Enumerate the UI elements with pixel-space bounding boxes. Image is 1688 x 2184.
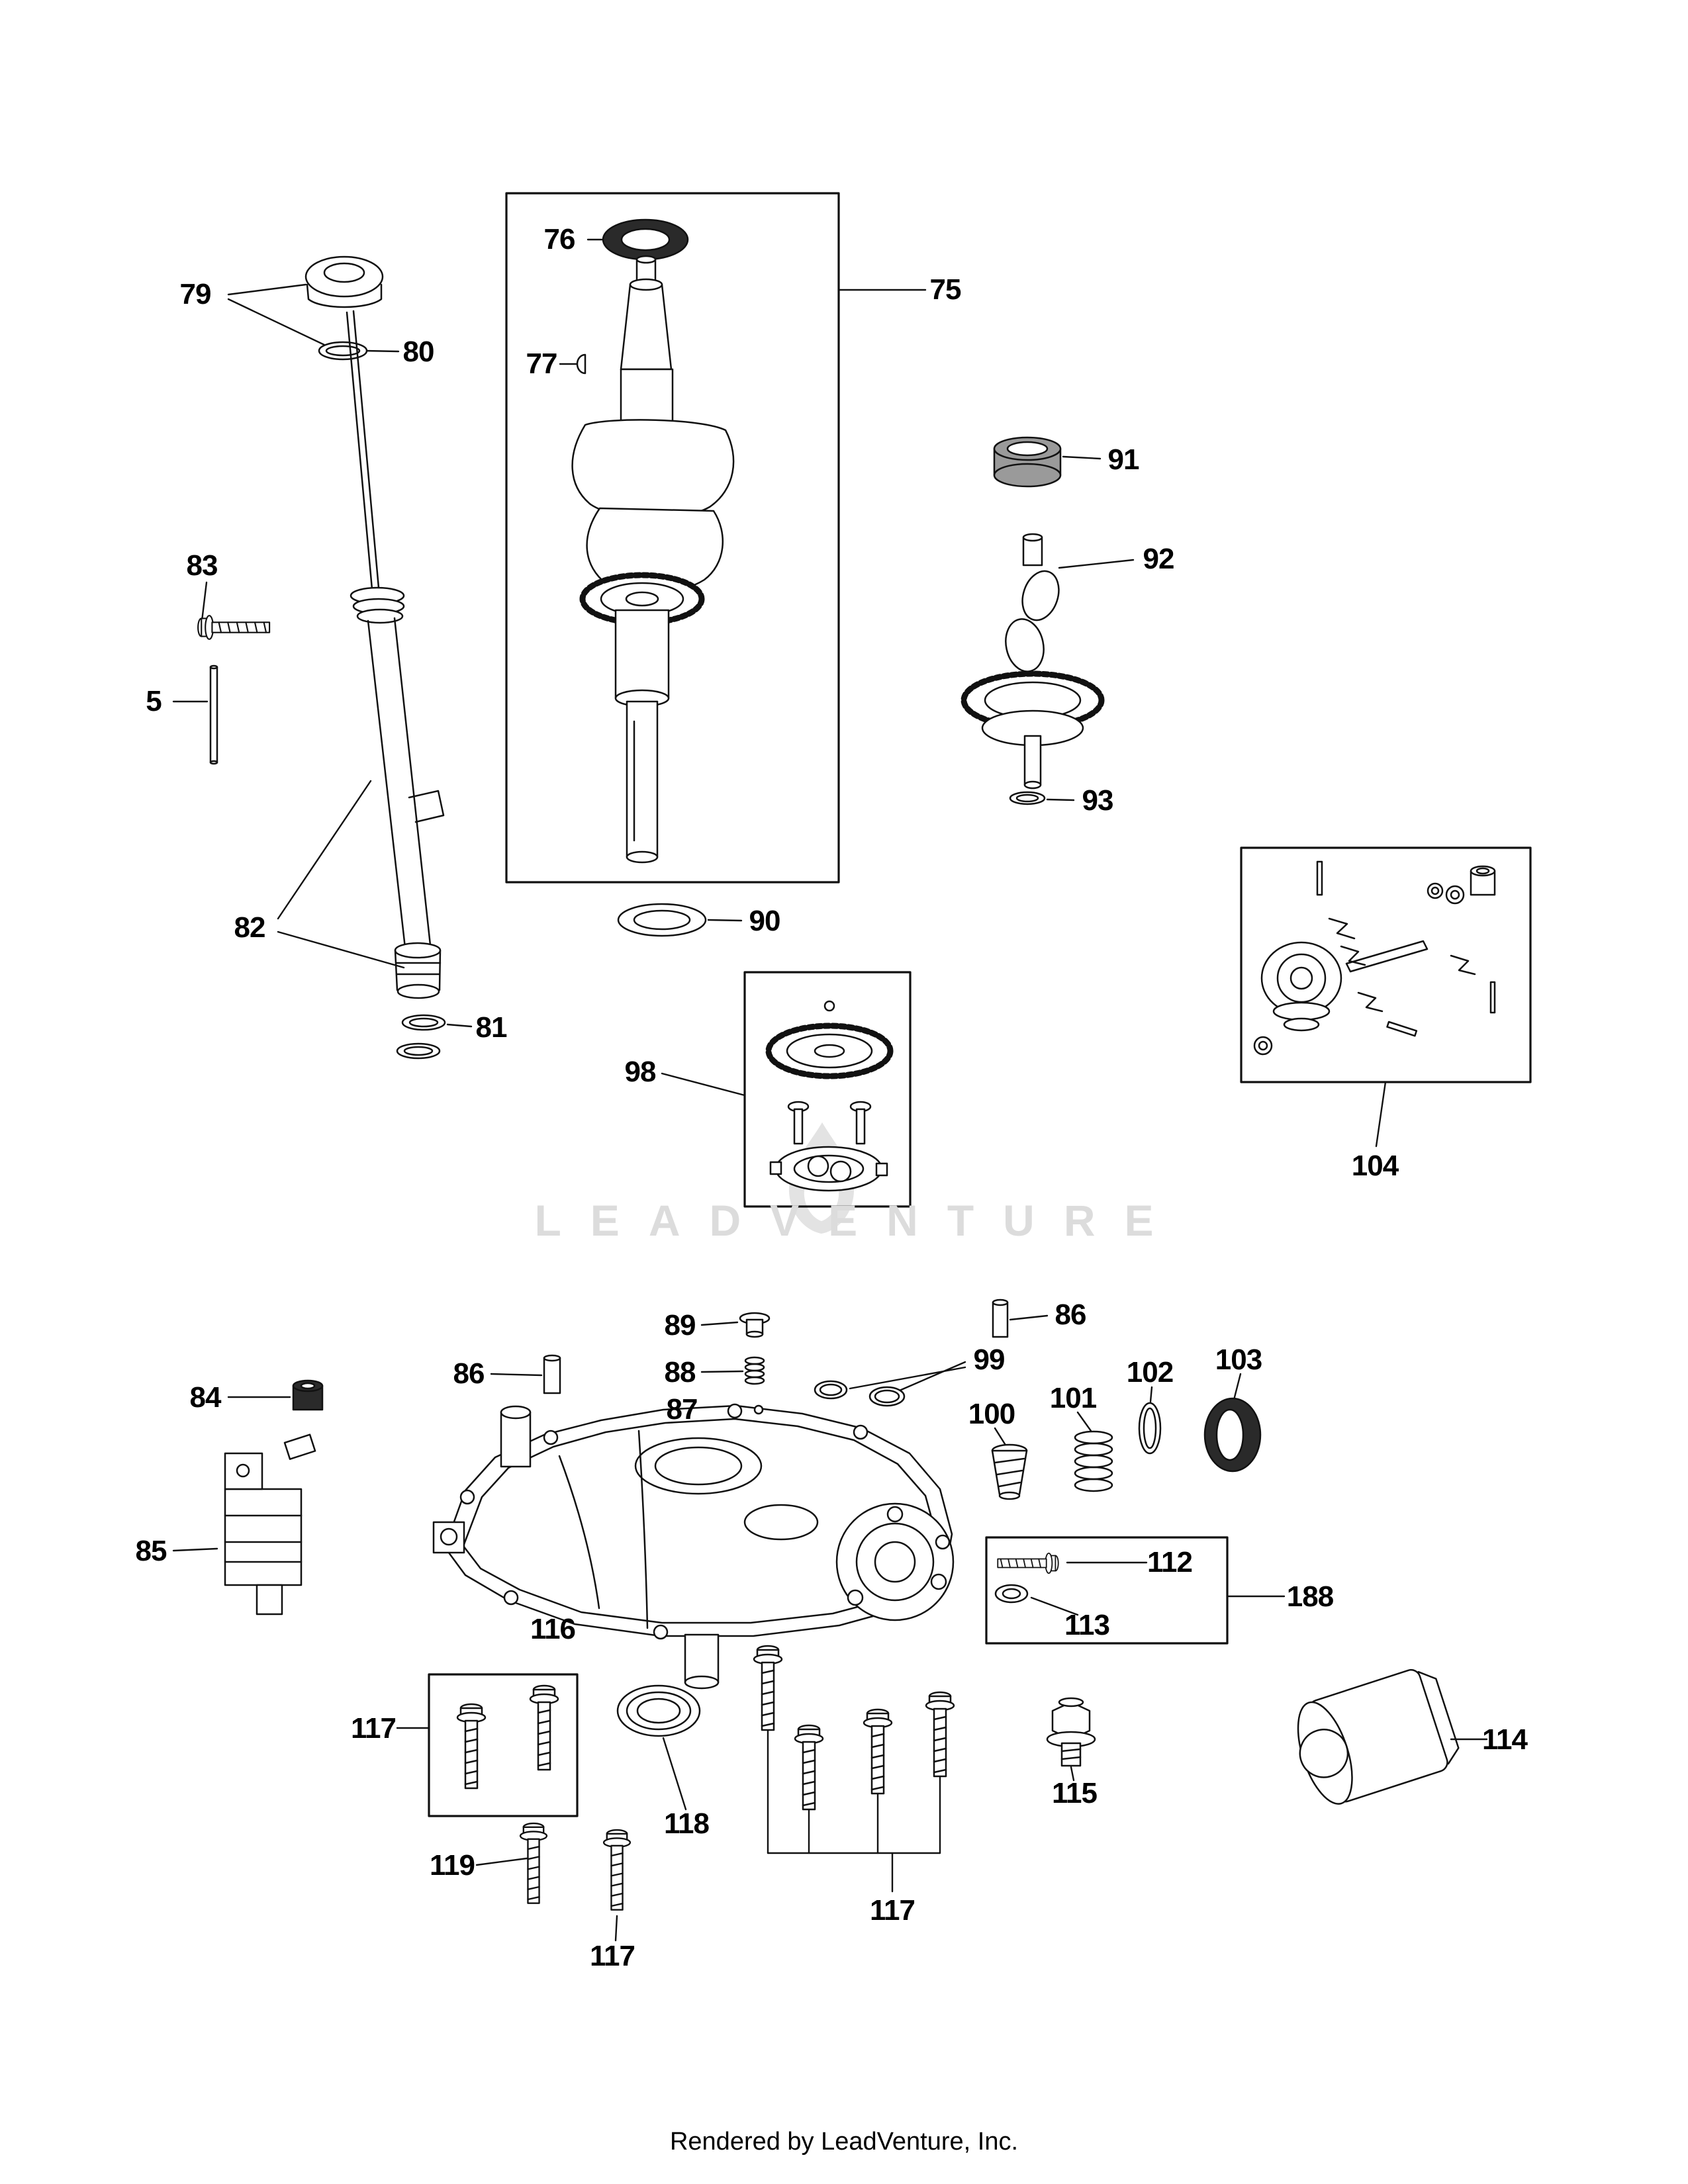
ignition-coil-85 bbox=[224, 1433, 316, 1615]
spring-101 bbox=[1074, 1430, 1113, 1492]
callout-5: 5 bbox=[146, 685, 162, 717]
callout-85: 85 bbox=[135, 1535, 167, 1567]
bolt-117-bottom bbox=[602, 1829, 632, 1911]
dipstick-tube bbox=[346, 310, 445, 999]
detail-box-75 bbox=[505, 192, 840, 884]
callout-89: 89 bbox=[664, 1309, 696, 1342]
callout-98: 98 bbox=[624, 1056, 657, 1088]
callout-99: 99 bbox=[973, 1343, 1006, 1376]
camshaft-92 bbox=[961, 533, 1105, 790]
callout-93: 93 bbox=[1082, 784, 1114, 817]
cap-oring bbox=[318, 341, 368, 361]
crankcase-sump bbox=[432, 1403, 955, 1690]
callout-112: 112 bbox=[1147, 1546, 1193, 1578]
callout-75: 75 bbox=[929, 273, 962, 306]
footer-text: Rendered by LeadVenture, Inc. bbox=[669, 2128, 1019, 2156]
cap-103 bbox=[1203, 1397, 1262, 1473]
callout-116: 116 bbox=[530, 1613, 576, 1645]
cap-89 bbox=[739, 1312, 771, 1338]
callout-119: 119 bbox=[430, 1849, 475, 1882]
leader-lines bbox=[172, 238, 1488, 1942]
callout-86-right: 86 bbox=[1055, 1298, 1087, 1331]
bolt-117-mid-a bbox=[753, 1645, 783, 1731]
callout-88: 88 bbox=[664, 1356, 696, 1388]
callout-117-middle: 117 bbox=[870, 1894, 915, 1927]
callout-80: 80 bbox=[402, 336, 435, 368]
thrust-washer-90 bbox=[617, 903, 707, 937]
callout-79: 79 bbox=[179, 278, 212, 310]
ball-87 bbox=[753, 1404, 764, 1415]
oil-filter-114 bbox=[1297, 1668, 1460, 1805]
watermark-text: LEADVENTURE bbox=[534, 1196, 1183, 1245]
callout-84: 84 bbox=[189, 1381, 222, 1414]
callout-114: 114 bbox=[1482, 1723, 1528, 1756]
flange-bolt-83 bbox=[197, 615, 271, 640]
bolt-117-mid-d bbox=[925, 1691, 955, 1778]
callout-83: 83 bbox=[186, 549, 218, 582]
bolt-group-box-117-left bbox=[428, 1673, 579, 1817]
callout-103: 103 bbox=[1215, 1343, 1262, 1376]
ball-bearing-76 bbox=[602, 218, 689, 261]
detail-box-98 bbox=[743, 971, 912, 1208]
callout-87: 87 bbox=[666, 1393, 698, 1426]
dowel-86-left bbox=[543, 1354, 561, 1394]
tube-orings bbox=[396, 1014, 446, 1060]
callout-117-left: 117 bbox=[351, 1712, 397, 1745]
callout-118: 118 bbox=[664, 1807, 710, 1840]
drain-bolt-112 bbox=[997, 1552, 1059, 1574]
callout-77: 77 bbox=[526, 347, 558, 380]
callout-101: 101 bbox=[1049, 1382, 1097, 1414]
plug-84 bbox=[292, 1379, 324, 1411]
cam-bushing-91 bbox=[993, 436, 1062, 488]
dowel-86-right bbox=[992, 1298, 1009, 1338]
oring-102 bbox=[1138, 1402, 1162, 1455]
callout-104: 104 bbox=[1351, 1150, 1399, 1182]
bolt-117-mid-c bbox=[863, 1708, 893, 1795]
callout-117-bottom: 117 bbox=[590, 1940, 635, 1972]
bolt-119 bbox=[519, 1822, 548, 1904]
callout-113: 113 bbox=[1064, 1609, 1110, 1641]
callout-90: 90 bbox=[749, 905, 781, 937]
bolt-117-left-a bbox=[456, 1703, 487, 1790]
group-box-188 bbox=[985, 1536, 1229, 1645]
callout-86-left: 86 bbox=[453, 1357, 485, 1390]
oil-fill-cap bbox=[305, 255, 384, 308]
callout-102: 102 bbox=[1126, 1356, 1174, 1388]
oil-seal-118 bbox=[616, 1684, 701, 1737]
dowel-pin-5 bbox=[209, 664, 218, 765]
bolt-117-left-b bbox=[529, 1684, 559, 1771]
oil-pump-assembly bbox=[765, 1000, 894, 1192]
callout-82: 82 bbox=[234, 911, 266, 944]
drain-plug-115 bbox=[1046, 1697, 1096, 1767]
relief-valve-100 bbox=[991, 1443, 1028, 1500]
callout-76: 76 bbox=[543, 223, 576, 255]
woodruff-key-77 bbox=[576, 353, 586, 375]
callout-91: 91 bbox=[1107, 443, 1140, 476]
crankshaft bbox=[571, 255, 735, 864]
cam-oring-93 bbox=[1009, 791, 1046, 805]
washer-113 bbox=[994, 1584, 1029, 1604]
spring-88 bbox=[744, 1356, 765, 1385]
orings-99 bbox=[814, 1380, 906, 1407]
callout-92: 92 bbox=[1143, 543, 1175, 575]
callout-115: 115 bbox=[1052, 1777, 1098, 1809]
callout-188: 188 bbox=[1286, 1580, 1334, 1613]
bolt-117-mid-b bbox=[794, 1724, 824, 1811]
callout-81: 81 bbox=[475, 1011, 508, 1044]
governor-assembly bbox=[1253, 860, 1496, 1056]
callout-100: 100 bbox=[968, 1398, 1015, 1430]
